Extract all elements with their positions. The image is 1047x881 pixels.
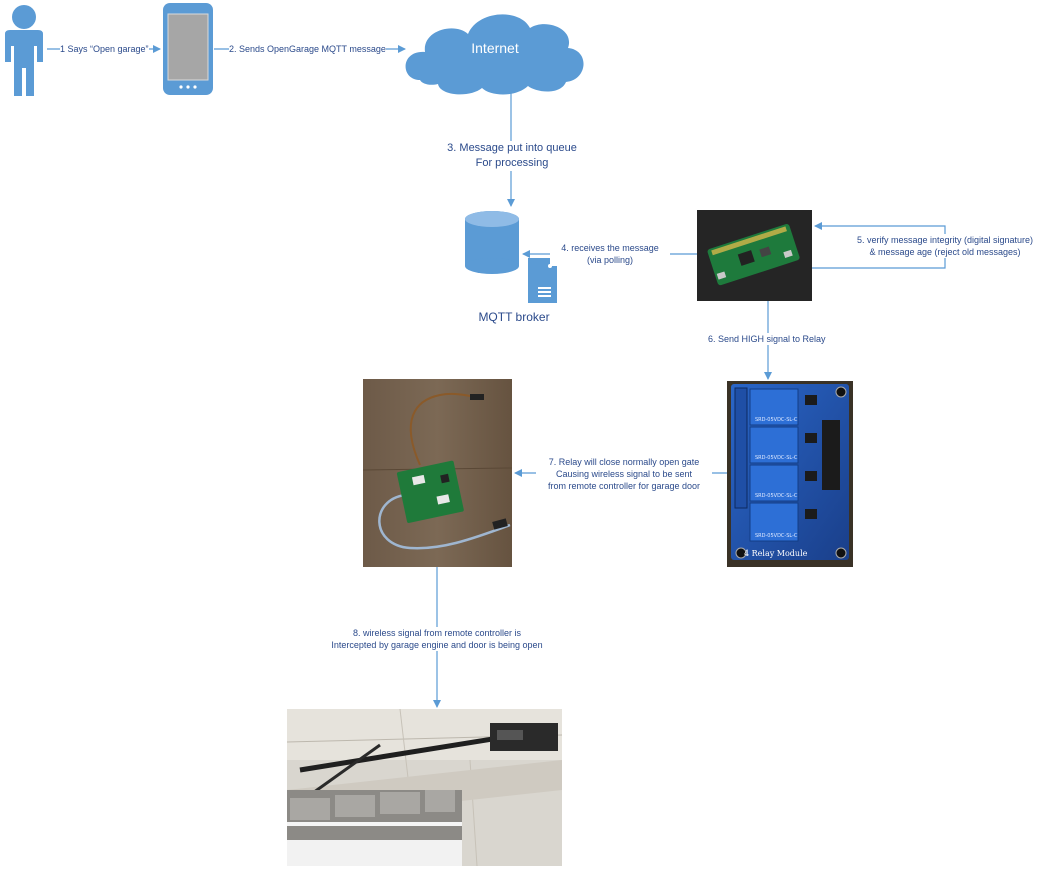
garage-door-image [286,708,563,881]
step-3-label: 3. Message put into queue For processing [412,141,612,171]
raspberry-pi-image [697,210,812,301]
relay-marking-4: SRD-05VDC-SL-C [755,533,798,539]
step-8-line-2: Intercepted by garage engine and door is… [331,640,543,650]
step-8-label: 8. wireless signal from remote controlle… [312,627,562,651]
step-7-line-3: from remote controller for garage door [547,481,701,491]
step-5-line-1: 5. verify message integrity (digital sig… [856,235,1034,245]
remote-controller-image [362,379,513,567]
step-4-line-2: (via polling) [586,255,634,265]
relay-marking-3: SRD-05VDC-SL-C [755,493,798,499]
internet-label: Internet [471,40,519,56]
step-7-line-2: Causing wireless signal to be sent [555,469,693,479]
step-4-line-1: 4. receives the message [561,243,659,253]
internet-cloud-icon [405,14,584,95]
mqtt-broker-label: MQTT broker [464,310,564,325]
smartphone-icon [163,3,213,95]
step-3-line-2: For processing [475,157,549,169]
step-7-line-1: 7. Relay will close normally open gate [548,457,700,467]
relay-module-image: 4 Relay Module SRD-05VDC-SL-C SRD-05VDC-… [727,381,853,567]
step-3-line-1: 3. Message put into queue [447,142,577,154]
step-8-line-1: 8. wireless signal from remote controlle… [352,628,522,638]
relay-marking-1: SRD-05VDC-SL-C [755,417,798,423]
step-5-label: 5. verify message integrity (digital sig… [846,234,1044,258]
step-5-line-2: & message age (reject old messages) [869,247,1021,257]
relay-marking-2: SRD-05VDC-SL-C [755,455,798,461]
step-2-label: 2. Sends OpenGarage MQTT message [229,43,386,55]
step-6-label: 6. Send HIGH signal to Relay [708,333,826,345]
step-4-label: 4. receives the message (via polling) [550,242,670,266]
person-icon [5,5,43,96]
database-icon [465,211,519,274]
step-1-label: 1 Says “Open garage” [60,43,149,55]
relay-module-label: 4 Relay Module [744,549,808,558]
step-7-label: 7. Relay will close normally open gate C… [536,456,712,492]
